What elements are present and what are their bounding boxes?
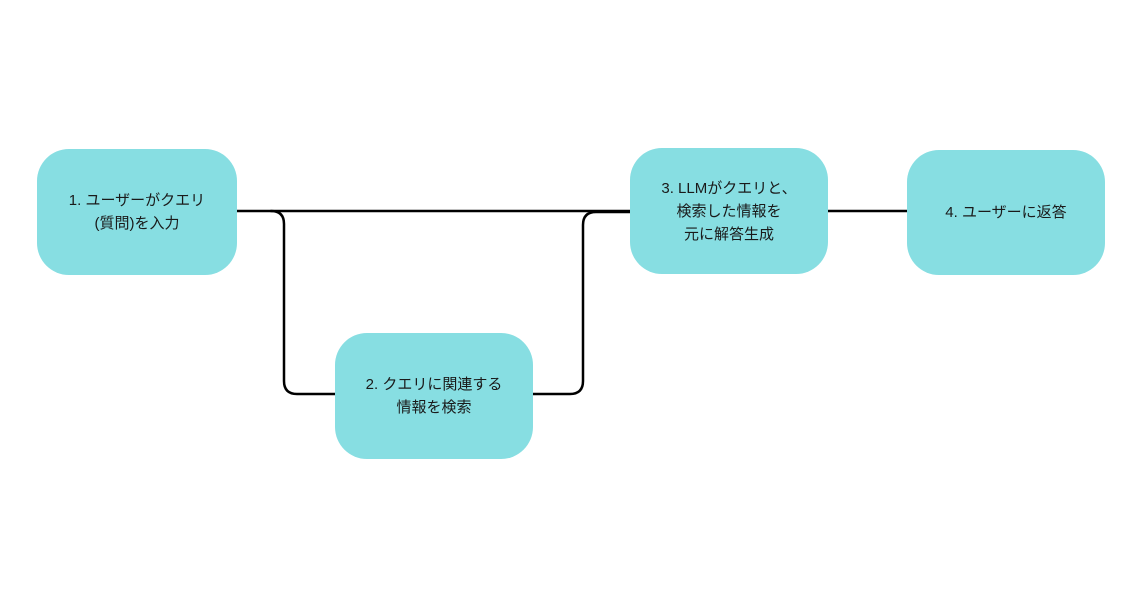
- node-step-4: 4. ユーザーに返答: [907, 150, 1105, 275]
- node-step-1-label-line-1: 1. ユーザーがクエリ: [68, 192, 206, 209]
- node-step-2-label-line-1: 2. クエリに関連する: [365, 376, 503, 393]
- node-step-3-label-line-1: 3. LLMがクエリと、: [661, 179, 797, 197]
- node-step-2-label-line-2: 情報を検索: [396, 399, 472, 416]
- node-step-3-label-line-3: 元に解答生成: [683, 225, 774, 243]
- node-step-3-label-line-2: 検索した情報を: [676, 202, 782, 220]
- node-step-4-label-line-1: 4. ユーザーに返答: [945, 204, 1067, 221]
- connector-branch-step1-to-step2: [269, 209, 337, 396]
- connector-step2-to-step3: [531, 210, 632, 396]
- node-step-1-label-line-2: (質問)を入力: [94, 215, 180, 232]
- node-step-2: 2. クエリに関連する 情報を検索: [335, 333, 533, 459]
- node-step-3: 3. LLMがクエリと、 検索した情報を 元に解答生成: [630, 148, 828, 274]
- node-step-1: 1. ユーザーがクエリ (質問)を入力: [37, 149, 237, 275]
